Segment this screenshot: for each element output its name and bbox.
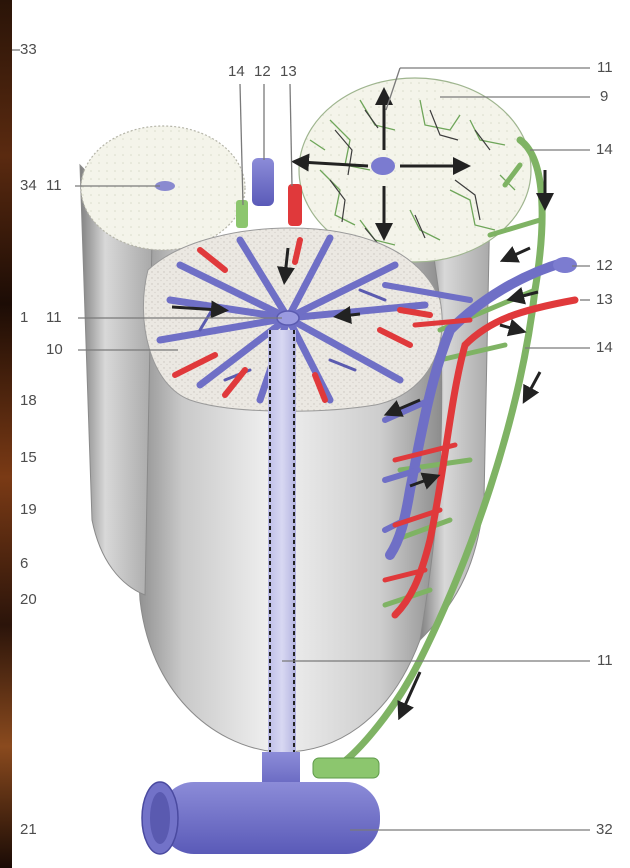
central-vein-top	[252, 158, 274, 206]
label-19: 19	[20, 502, 37, 518]
callout-12-right: 12	[596, 258, 613, 274]
callout-11-left-top: 11	[46, 178, 62, 194]
callout-10: 10	[46, 342, 63, 358]
callout-14-right-mid: 14	[596, 340, 613, 356]
label-34: 34	[20, 178, 37, 194]
artery-top	[288, 184, 302, 226]
label-20: 20	[20, 592, 37, 608]
callout-9: 9	[600, 89, 608, 105]
callout-14-right-top: 14	[596, 142, 613, 158]
callout-32: 32	[596, 822, 613, 838]
label-6: 6	[20, 556, 28, 572]
bile-duct-top	[236, 200, 248, 228]
central-vein-cut-right	[371, 157, 395, 175]
bile-duct-end	[313, 758, 379, 778]
callout-11-left-mid: 11	[46, 310, 62, 326]
label-33: 33	[20, 42, 37, 58]
label-1: 1	[20, 310, 28, 326]
callout-13-top: 13	[280, 64, 297, 80]
label-21: 21	[20, 822, 37, 838]
sublobular-vein	[142, 782, 380, 854]
callout-12-top: 12	[254, 64, 271, 80]
label-18: 18	[20, 393, 37, 409]
callout-11-right-bottom: 11	[597, 653, 613, 669]
callout-14-top: 14	[228, 64, 245, 80]
callout-13-right: 13	[596, 292, 613, 308]
label-15: 15	[20, 450, 37, 466]
callout-11-right-top: 11	[597, 60, 613, 76]
